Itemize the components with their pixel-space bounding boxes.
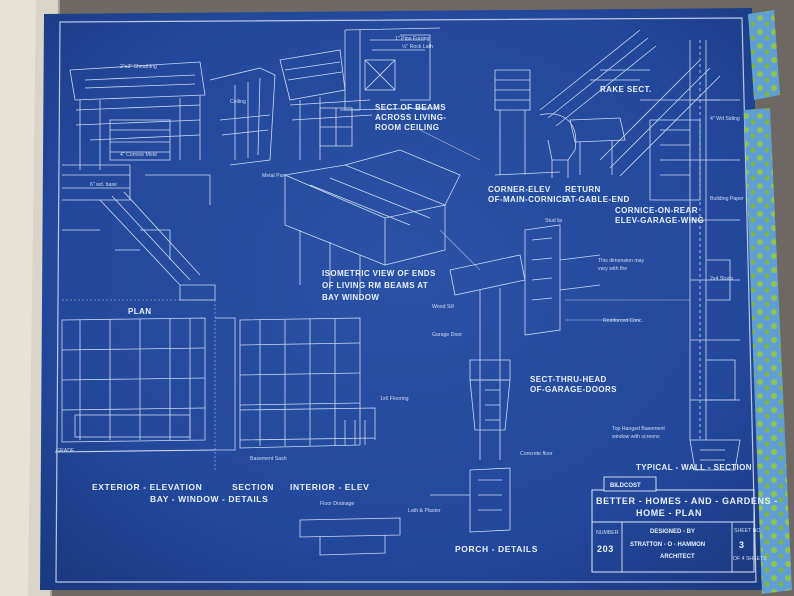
callout-corner-elev-1: CORNER-ELEV — [488, 185, 551, 194]
callout-isometric-1: ISOMETRIC VIEW OF ENDS — [322, 269, 436, 278]
blueprint-sheet — [40, 8, 770, 590]
svg-text:1x6 Flooring: 1x6 Flooring — [380, 396, 409, 402]
callout-cornice-rear-2: ELEV-GARAGE-WING — [615, 216, 704, 225]
callout-exterior-elev: EXTERIOR - ELEVATION — [92, 482, 202, 492]
svg-text:Metal Pan: Metal Pan — [262, 173, 285, 179]
svg-text:4" Cornice Mold: 4" Cornice Mold — [120, 152, 157, 158]
svg-text:Reinforced Conc.: Reinforced Conc. — [603, 318, 643, 324]
callout-cornice-rear-1: CORNICE-ON-REAR — [615, 206, 698, 215]
sheet-number: 3 — [739, 540, 745, 550]
svg-text:Lath & Plaster: Lath & Plaster — [408, 508, 441, 514]
callout-porch: PORCH - DETAILS — [455, 544, 538, 554]
gable-return-detail — [539, 29, 657, 175]
plan-number: 203 — [597, 544, 614, 554]
tape-right — [744, 108, 792, 594]
architect-title: ARCHITECT — [660, 554, 695, 560]
sheet-label: SHEET NO. — [734, 528, 762, 534]
cornice-section — [209, 49, 346, 166]
callout-section: SECTION — [232, 482, 274, 492]
svg-text:Top Hanged Basement: Top Hanged Basement — [612, 426, 665, 432]
svg-text:Wood Sill: Wood Sill — [432, 304, 454, 310]
svg-text:4" Wd Siding: 4" Wd Siding — [710, 116, 740, 122]
number-label: NUMBER — [596, 530, 619, 536]
svg-text:Garage Door: Garage Door — [432, 332, 462, 338]
architect-name: STRATTON - O - HAMMON — [630, 542, 705, 548]
svg-text:Concrete floor: Concrete floor — [520, 451, 553, 457]
callout-sect-garage-1: SECT-THRU-HEAD — [530, 375, 607, 384]
callout-plan: PLAN — [128, 307, 151, 316]
svg-text:This dimension may: This dimension may — [598, 258, 645, 264]
svg-text:vary with the: vary with the — [598, 266, 627, 272]
title-block: BILDCOST BETTER - HOMES - AND - GARDENS … — [591, 476, 778, 573]
callout-isometric-2: OF LIVING RM BEAMS AT — [322, 281, 428, 290]
svg-text:Floor Drainage: Floor Drainage — [320, 501, 354, 507]
corner-elevation-detail — [494, 69, 577, 178]
sheet-of: OF 4 SHEETS — [733, 556, 767, 562]
bildcost-stamp — [603, 476, 657, 492]
typical-wall-section — [689, 40, 741, 471]
callout-sect-beams-2: ACROSS LIVING- — [375, 113, 446, 122]
svg-text:Ceiling: Ceiling — [230, 99, 246, 105]
ceiling-beam-section — [289, 99, 373, 147]
svg-text:½" Rock Lath: ½" Rock Lath — [402, 43, 433, 50]
porch-detail-drawing — [299, 467, 511, 556]
svg-text:2x4 Studs: 2x4 Studs — [710, 276, 733, 282]
bildcost-label: BILDCOST — [610, 483, 641, 489]
svg-text:Stud lip: Stud lip — [545, 218, 562, 224]
garage-door-head-section — [449, 224, 601, 460]
drawing-linework — [54, 27, 741, 556]
exterior-elevation-drawing — [54, 317, 216, 453]
callout-sect-garage-2: OF-GARAGE-DOORS — [530, 385, 617, 394]
bay-window-plan — [62, 164, 216, 301]
beam-section-detail — [339, 27, 441, 111]
svg-text:window with screens: window with screens — [612, 434, 660, 440]
title-line-1: BETTER - HOMES - AND - GARDENS - — [596, 496, 778, 506]
callout-typical-wall: TYPICAL - WALL - SECTION — [636, 463, 752, 472]
cornice-elevation-top-left — [69, 61, 206, 170]
section-interior-elevation — [215, 317, 376, 451]
callout-interior-elev: INTERIOR - ELEV — [290, 482, 369, 492]
svg-text:2"x3" Sheathing: 2"x3" Sheathing — [120, 64, 157, 70]
svg-text:Building Paper: Building Paper — [710, 196, 744, 202]
annotation-noise: 2"x3" Sheathing 4" Cornice Mold 6" wd. b… — [90, 36, 744, 514]
title-line-2: HOME - PLAN — [636, 508, 702, 518]
sheet-border — [55, 17, 757, 583]
isometric-beam-view — [283, 149, 461, 300]
callout-return-gable-1: RETURN — [565, 185, 601, 194]
callout-isometric-3: BAY WINDOW — [322, 293, 379, 302]
callout-rake-sect: RAKE SECT. — [600, 85, 652, 94]
callout-corner-elev-2: OF-MAIN-CORNICE — [488, 195, 568, 204]
callout-return-gable-2: AT-GABLE-END — [565, 195, 630, 204]
callout-sect-beams-1: SECT OF BEAMS — [375, 103, 446, 112]
callout-grade: GRADE — [56, 448, 75, 454]
callout-bay-window: BAY - WINDOW - DETAILS — [150, 494, 268, 504]
svg-text:6" wd. base: 6" wd. base — [90, 182, 117, 188]
svg-text:1" Pine Furring: 1" Pine Furring — [395, 36, 430, 42]
callout-sect-beams-3: ROOM CEILING — [375, 123, 439, 132]
tape-top — [748, 10, 780, 100]
svg-text:Basement Sash: Basement Sash — [250, 456, 287, 462]
designed-by: DESIGNED - BY — [650, 529, 695, 535]
drawing-titles: RAKE SECT. SECT OF BEAMS ACROSS LIVING- … — [56, 85, 752, 554]
